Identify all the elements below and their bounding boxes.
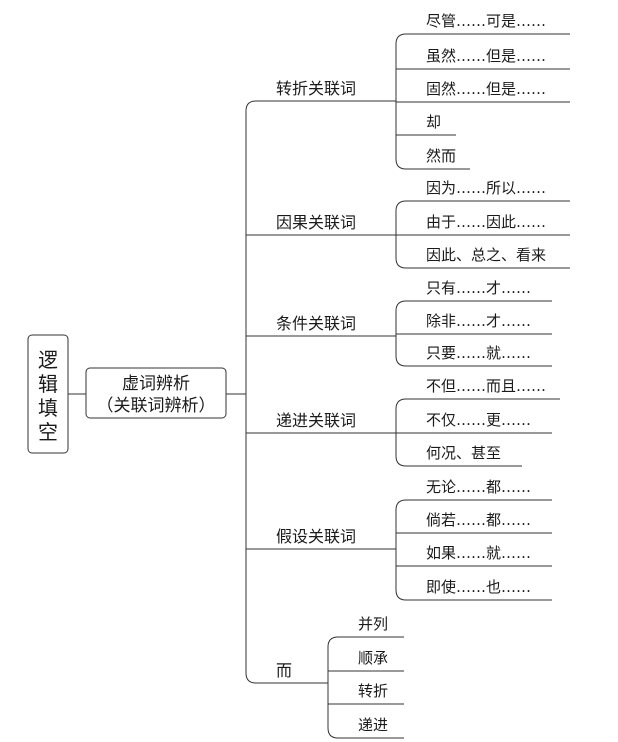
item-label: 并列 [358, 615, 388, 633]
item-label: 因为……所以…… [426, 179, 546, 197]
branch: 转折关联词 尽管……可是…… 虽然……但是…… 固然……但是…… 却然而 [276, 12, 546, 165]
trunk-line [245, 100, 257, 684]
branch-label: 转折关联词 [276, 79, 356, 98]
item-spine [395, 499, 407, 601]
item-label: 无论……都…… [426, 478, 531, 496]
branch: 因果关联词 因为……所以…… 由于……因此…… 因此、总之、看来 [276, 179, 546, 264]
branch-label: 递进关联词 [276, 411, 356, 430]
branch-label: 条件关联词 [276, 314, 356, 333]
branch: 假设关联词 无论……都…… 倘若……都…… 如果……就…… 即使……也…… [276, 478, 531, 596]
main-node: 虚词辨析 （关联词辨析） [85, 367, 227, 419]
item-label: 倘若……都…… [426, 511, 531, 529]
branch-label: 因果关联词 [276, 213, 356, 232]
item-label: 递进 [358, 716, 388, 734]
item-label: 只要……就…… [426, 344, 531, 362]
item-label: 转折 [358, 682, 388, 700]
root-char: 填 [38, 396, 58, 420]
item-label: 除非……才…… [426, 312, 531, 330]
item-label: 因此、总之、看来 [426, 246, 546, 264]
item-label: 如果……就…… [426, 544, 531, 562]
main-box [85, 367, 227, 419]
branch: 条件关联词 只有……才…… 除非……才…… 只要……就…… [276, 279, 531, 362]
item-label: 何况、甚至 [426, 444, 501, 462]
main-title: 虚词辨析 [122, 374, 190, 394]
item-label: 由于……因此…… [426, 213, 546, 231]
connector-lines [68, 33, 570, 739]
branch-label: 而 [276, 661, 292, 680]
item-label: 不但……而且…… [426, 377, 546, 395]
item-label: 然而 [426, 147, 456, 165]
root-char: 逻 [38, 348, 58, 372]
item-label: 虽然……但是…… [426, 47, 546, 65]
item-label: 不仅……更…… [426, 411, 531, 429]
item-label: 固然……但是…… [426, 80, 546, 98]
root-node: 逻 辑 填 空 [27, 334, 69, 454]
root-char: 辑 [38, 372, 58, 396]
item-label: 只有……才…… [426, 279, 531, 297]
item-label: 尽管……可是…… [426, 12, 546, 30]
root-box [27, 334, 69, 454]
item-label: 却 [426, 113, 441, 131]
branch-label: 假设关联词 [276, 527, 356, 546]
item-label: 顺承 [358, 649, 388, 667]
root-char: 空 [38, 420, 58, 444]
item-spine [327, 636, 339, 739]
main-subtitle: （关联词辨析） [97, 396, 216, 416]
item-label: 即使……也…… [426, 578, 531, 596]
branch: 递进关联词 不但……而且…… 不仅……更…… 何况、甚至 [276, 377, 546, 462]
